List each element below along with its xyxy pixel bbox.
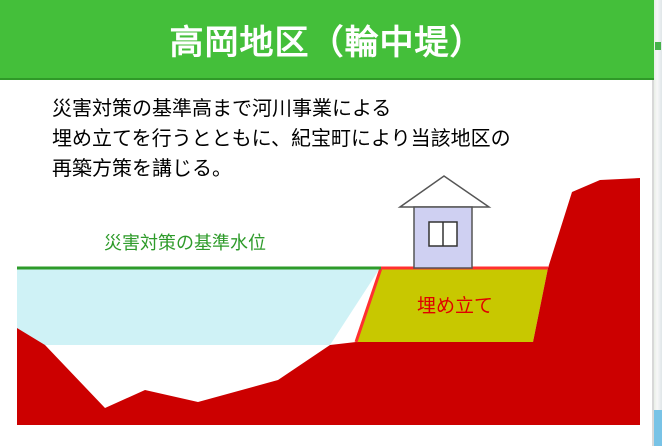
house-icon xyxy=(397,175,492,269)
edge-blue-mark xyxy=(654,410,662,446)
title-bar: 高岡地区（輪中堤） xyxy=(0,0,654,80)
landfill-label: 埋め立て xyxy=(417,295,493,317)
water-level-label: 災害対策の基準水位 xyxy=(104,233,266,254)
window-edge-strip xyxy=(654,0,662,446)
description-line-3: 再築方策を講じる。 xyxy=(52,156,232,180)
description-line-2: 埋め立てを行うとともに、紀宝町により当該地区の xyxy=(52,126,511,150)
edge-green-mark xyxy=(655,42,661,50)
page-title: 高岡地区（輪中堤） xyxy=(169,22,485,63)
ground-area xyxy=(17,178,640,425)
description-text: 災害対策の基準高まで河川事業による 埋め立てを行うとともに、紀宝町により当該地区… xyxy=(52,93,642,183)
landfill-area xyxy=(356,268,548,342)
water-area xyxy=(17,268,380,345)
description-line-1: 災害対策の基準高まで河川事業による xyxy=(52,96,392,120)
